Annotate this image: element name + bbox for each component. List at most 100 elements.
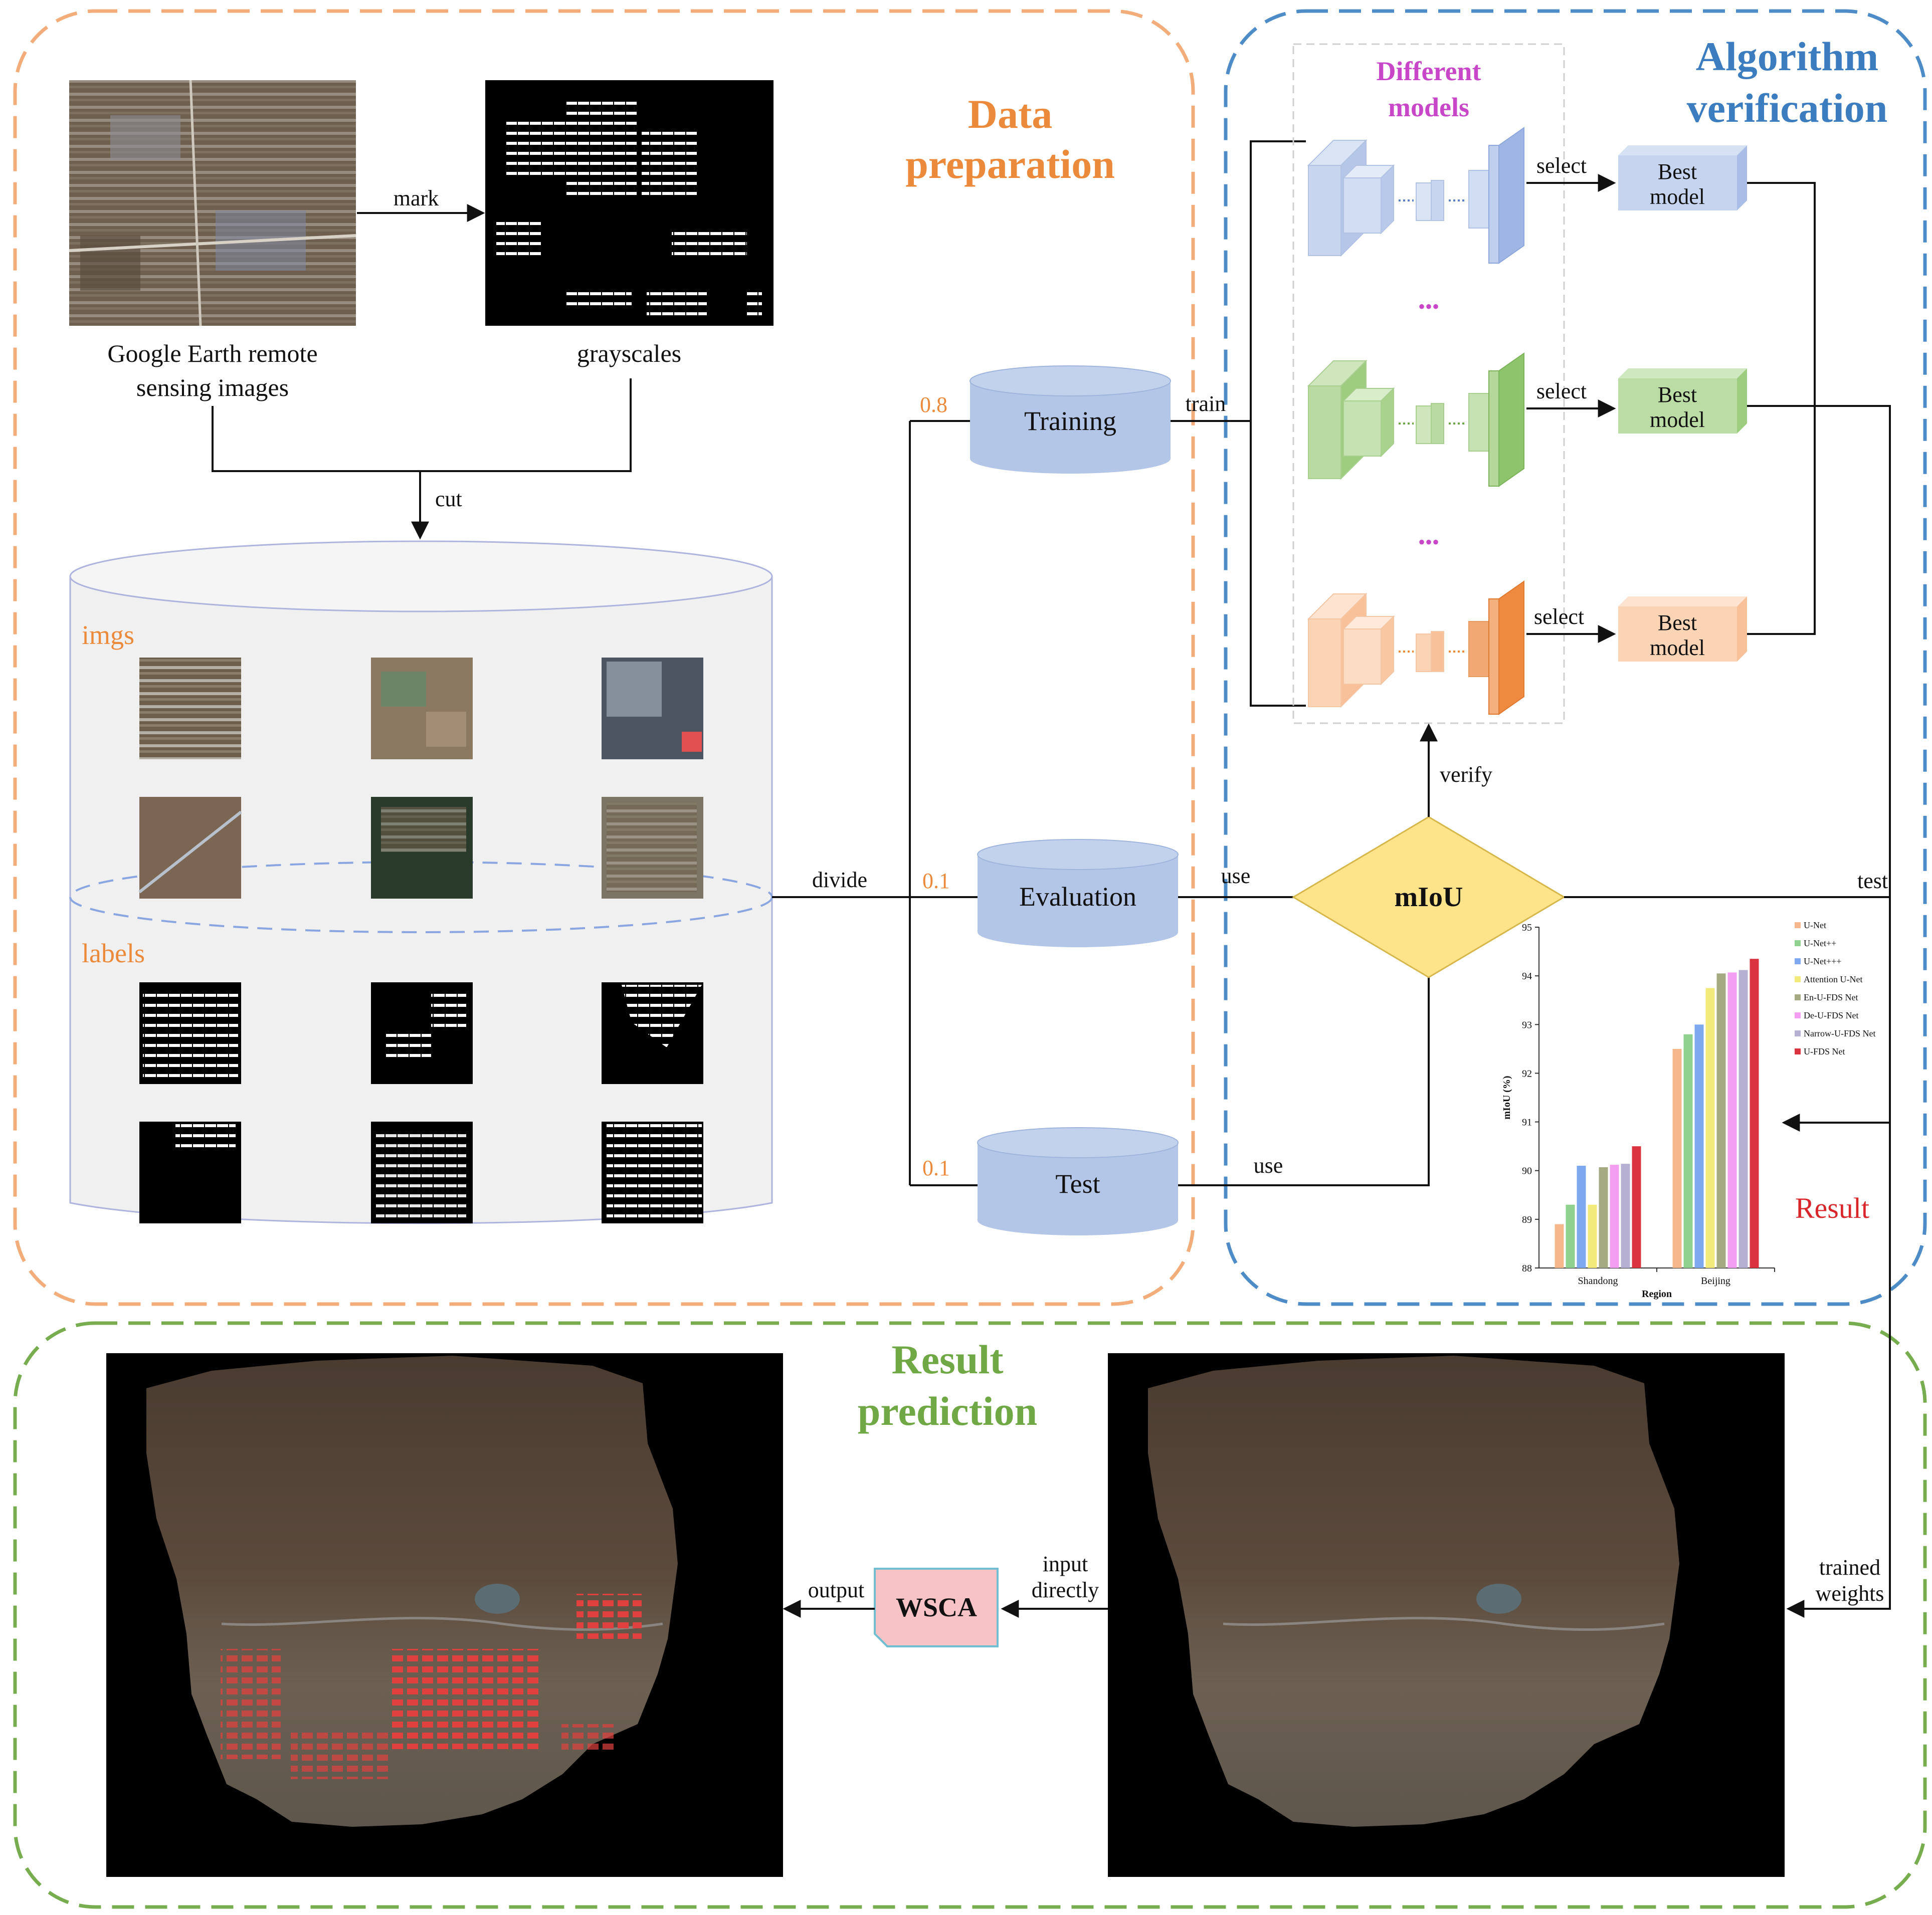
wsca-box xyxy=(874,1568,999,1647)
dots-2: ••• xyxy=(1418,531,1439,553)
chart-legend-swatch xyxy=(1795,922,1801,928)
chart-xlabel: Region xyxy=(1642,1289,1672,1300)
chart-legend-swatch xyxy=(1795,1030,1801,1036)
chart-bar xyxy=(1577,1166,1586,1268)
chart-legend-label: U-Net++ xyxy=(1804,938,1836,948)
sample-image-grid xyxy=(138,658,703,899)
chart-legend-label: U-Net xyxy=(1804,920,1826,930)
chart-bar xyxy=(1683,1034,1693,1268)
chart-legend-swatch xyxy=(1795,1048,1801,1054)
train-bracket xyxy=(1250,140,1291,707)
trained-label-1: trained xyxy=(1819,1555,1880,1580)
chart-ytick-label: 94 xyxy=(1522,971,1532,982)
chart-ytick-label: 92 xyxy=(1522,1068,1532,1079)
output-label: output xyxy=(808,1578,864,1602)
source-caption-2: sensing images xyxy=(136,373,289,401)
use-test-label: use xyxy=(1254,1153,1283,1178)
best-model-orange-2: model xyxy=(1650,635,1705,660)
use-eval-label: use xyxy=(1221,864,1251,888)
result-prediction-title-1: Result xyxy=(891,1337,1003,1382)
data-preparation-region xyxy=(13,9,1195,1306)
chart-ytick-label: 89 xyxy=(1522,1214,1532,1225)
best-model-blue-2: model xyxy=(1650,184,1705,209)
chart-legend-swatch xyxy=(1795,976,1801,982)
wsca-label: WSCA xyxy=(896,1592,977,1622)
source-caption-1: Google Earth remote xyxy=(107,339,317,367)
select-label-1: select xyxy=(1536,153,1587,178)
grayscale-image xyxy=(485,80,774,326)
trained-weights-line xyxy=(1786,1283,1891,1618)
chart-ytick-label: 88 xyxy=(1522,1263,1532,1274)
chart-bar xyxy=(1750,959,1759,1268)
dots-1: ••• xyxy=(1418,295,1439,318)
train-label: train xyxy=(1186,391,1226,416)
algorithm-verification-title-2: verification xyxy=(1687,85,1888,131)
select-label-3: select xyxy=(1534,604,1584,629)
verify-label: verify xyxy=(1440,762,1492,787)
green-model-network xyxy=(1307,352,1524,487)
chart-legend-label: Attention U-Net xyxy=(1804,974,1862,984)
best-model-green-2: model xyxy=(1650,407,1705,432)
chart-bar xyxy=(1610,1165,1619,1268)
trained-label-2: weights xyxy=(1816,1581,1884,1606)
training-database xyxy=(970,365,1171,474)
blue-model-network xyxy=(1307,127,1524,264)
best-model-blue xyxy=(1618,145,1747,210)
evaluation-database xyxy=(977,839,1179,947)
mark-label: mark xyxy=(394,186,439,210)
chart-legend-swatch xyxy=(1795,958,1801,964)
models-panel xyxy=(1292,43,1565,724)
test-database xyxy=(977,1127,1179,1235)
test-db-label: Test xyxy=(1055,1169,1100,1199)
chart-legend-label: U-Net+++ xyxy=(1804,956,1841,966)
test-edge-label: test xyxy=(1857,869,1888,893)
chart-bar xyxy=(1621,1164,1630,1268)
different-models-1: Different xyxy=(1377,56,1481,86)
result-label: Result xyxy=(1795,1192,1869,1224)
evaluation-label: Evaluation xyxy=(1019,882,1136,912)
chart-ytick-label: 91 xyxy=(1522,1117,1532,1128)
data-preparation-title-2: preparation xyxy=(905,141,1115,187)
chart-bar xyxy=(1588,1204,1597,1268)
chart-ylabel: mIoU (%) xyxy=(1501,1076,1512,1119)
chart-bar xyxy=(1694,1024,1704,1268)
dataset-cylinder xyxy=(69,540,773,1224)
output-prediction-map xyxy=(106,1353,783,1877)
chart-legend-label: Narrow-U-FDS Net xyxy=(1804,1028,1875,1038)
best-model-orange xyxy=(1618,596,1747,662)
chart-bar xyxy=(1672,1048,1682,1268)
result-prediction-title-2: prediction xyxy=(858,1388,1037,1434)
best-collector xyxy=(1747,182,1816,635)
chart-bar xyxy=(1716,973,1726,1268)
miou-label: mIoU xyxy=(1395,882,1463,913)
labels-label: labels xyxy=(82,938,145,968)
grayscales-caption: grayscales xyxy=(577,339,681,367)
sample-image xyxy=(139,658,241,759)
chart-bar xyxy=(1566,1204,1575,1268)
input-label-2: directly xyxy=(1032,1578,1099,1602)
chart-xtick-label: Beijing xyxy=(1701,1275,1730,1287)
best-model-blue-1: Best xyxy=(1658,159,1697,184)
chart-ytick-label: 95 xyxy=(1522,922,1532,933)
best-model-green-1: Best xyxy=(1658,382,1697,407)
google-earth-image xyxy=(69,80,356,326)
chart-xtick-label: Shandong xyxy=(1578,1275,1618,1287)
chart-bar xyxy=(1738,970,1748,1268)
cut-label: cut xyxy=(435,487,462,511)
imgs-label: imgs xyxy=(82,620,134,650)
ratio-train: 0.8 xyxy=(920,392,947,417)
sample-label-grid xyxy=(139,982,703,1223)
chart-ytick-label: 93 xyxy=(1522,1019,1532,1030)
divide-label: divide xyxy=(812,868,867,892)
different-models-2: models xyxy=(1388,92,1469,122)
best-model-green xyxy=(1618,368,1747,434)
select-label-2: select xyxy=(1536,379,1587,403)
chart-bar xyxy=(1632,1146,1641,1268)
data-preparation-title-1: Data xyxy=(968,91,1053,137)
chart-legend-swatch xyxy=(1795,994,1801,1000)
test-use-line xyxy=(1178,977,1430,1186)
orange-model-network xyxy=(1307,580,1524,715)
chart-legend-swatch xyxy=(1795,940,1801,946)
